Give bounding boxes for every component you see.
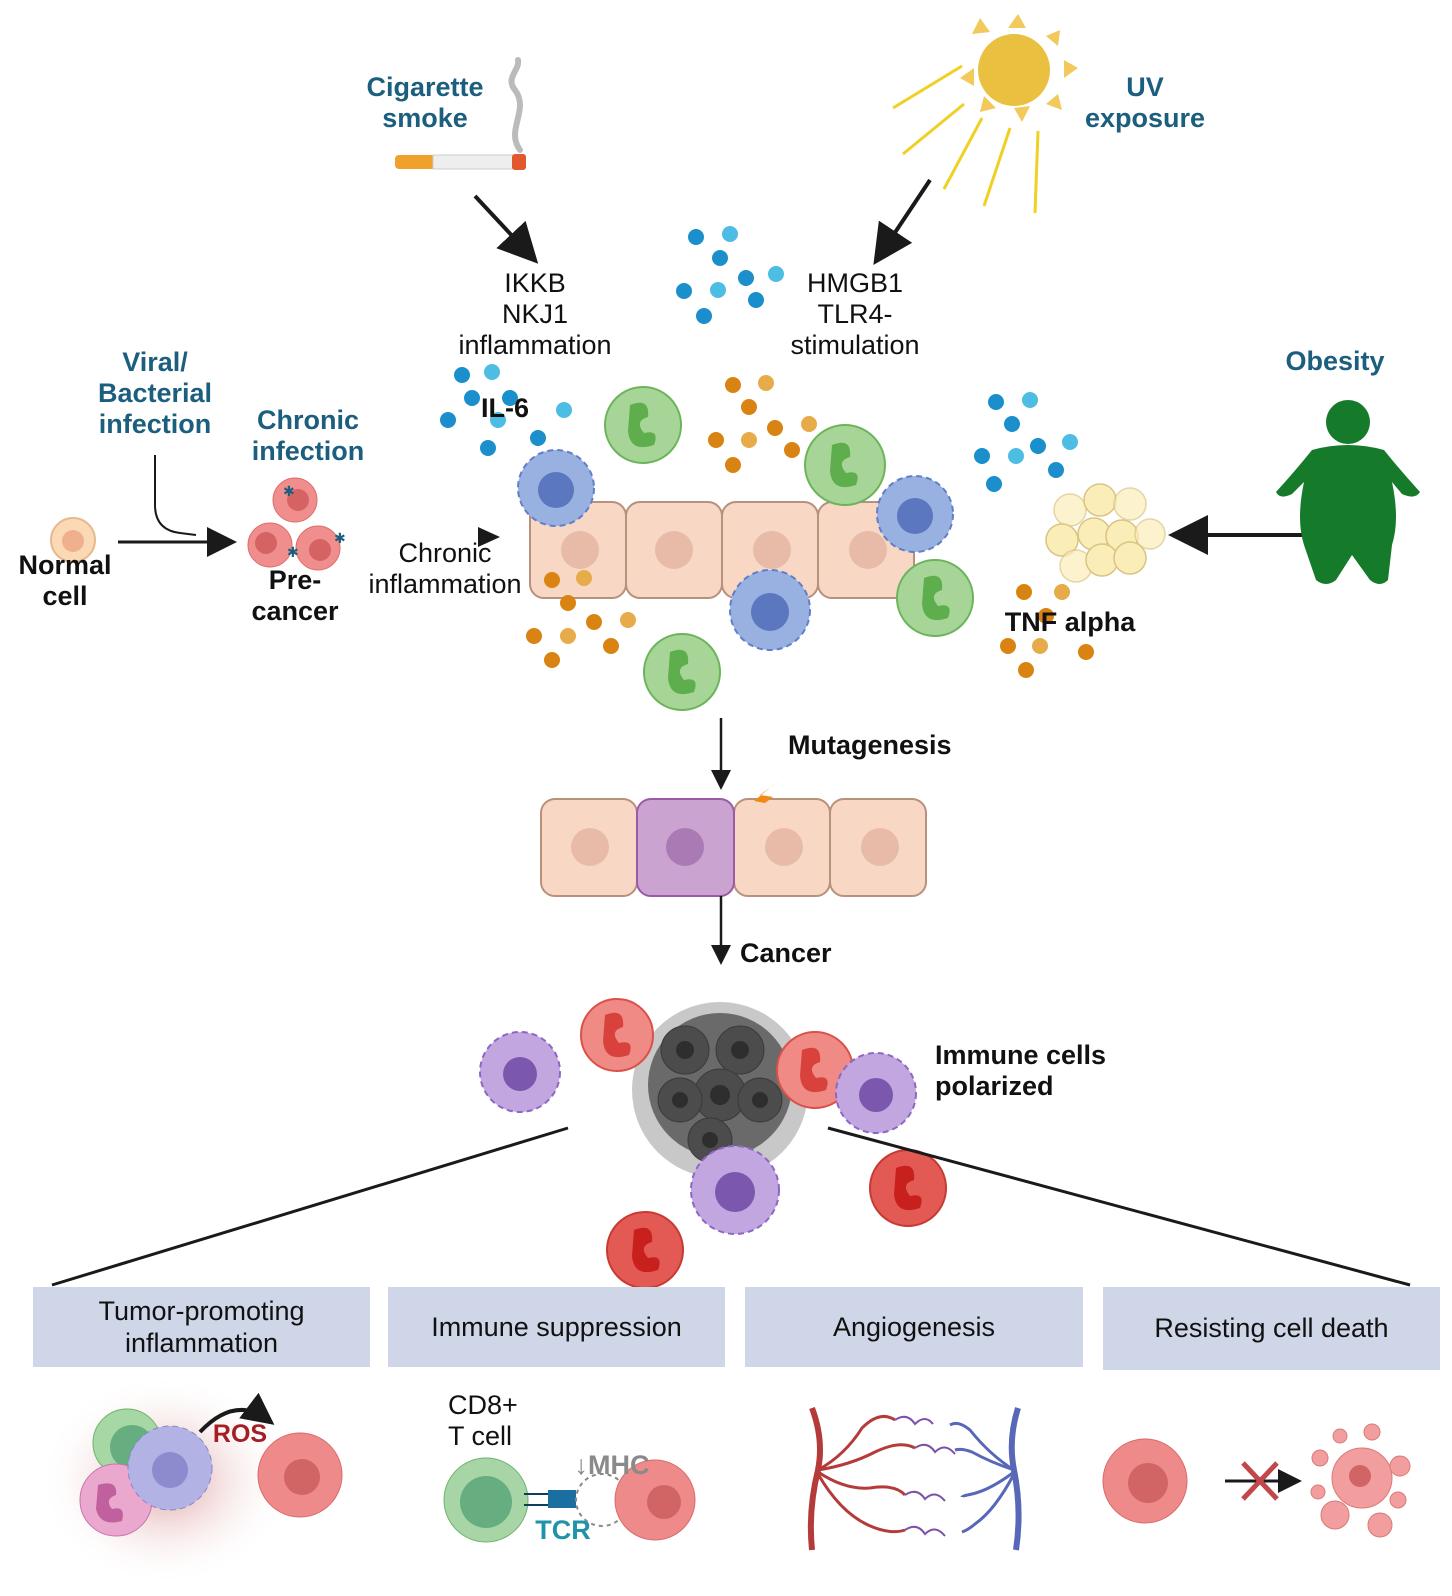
hallmark-angiogenesis: Angiogenesis — [745, 1287, 1083, 1367]
epithelium-inflamed — [529, 501, 915, 599]
label-tnf-alpha: TNF alpha — [1004, 607, 1136, 637]
tumor-mass-icon — [632, 1002, 808, 1178]
resisting-cell-death-illustration — [1102, 1423, 1411, 1538]
label-ikkb: IKKB NKJ1 inflammation — [458, 268, 612, 361]
label-ros: ROS — [212, 1420, 268, 1448]
cigarette-arrow — [473, 194, 539, 264]
label-il6: IL-6 — [480, 393, 529, 423]
label-obesity: Obesity — [1285, 346, 1385, 376]
label-cd8-tcell: CD8+ T cell — [448, 1390, 518, 1452]
tumor-promoting-illustration — [40, 1375, 343, 1585]
label-tcr: TCR — [535, 1515, 591, 1545]
hallmark-tumor-promoting-inflammation: Tumor-promoting inflammation — [33, 1287, 370, 1367]
dendritic-cell-icon — [517, 449, 954, 651]
label-chronic-inflammation: Chronic inflammation — [368, 538, 522, 600]
label-chronic-infection: Chronic infection — [251, 405, 365, 467]
sun-icon — [892, 14, 1078, 214]
obese-person-icon — [1276, 400, 1420, 584]
adipokine-molecules — [974, 392, 1078, 492]
fan-line-right — [827, 1126, 1411, 1287]
svg-text:✱: ✱ — [283, 483, 295, 499]
uv-arrow — [873, 178, 932, 265]
label-uv-exposure: UV exposure — [1084, 72, 1206, 134]
label-precancer: Pre- cancer — [251, 565, 339, 627]
label-mutagenesis: Mutagenesis — [788, 730, 952, 760]
hmgb1-molecules — [676, 226, 784, 324]
il6-molecules — [440, 364, 572, 456]
label-cigarette-smoke: Cigarette smoke — [366, 72, 484, 134]
epithelium-mutated — [540, 798, 927, 897]
precancer-cells-icon: ✱ ✱ ✱ — [247, 477, 346, 571]
polarized-neutrophil-icon — [580, 998, 947, 1289]
label-normal-cell: Normal cell — [18, 550, 112, 612]
chronic-inflammation-arrowhead — [478, 527, 500, 547]
cytokine-molecules — [526, 375, 1094, 678]
label-hmgb1: HMGB1 TLR4- stimulation — [790, 268, 920, 361]
immune-suppression-illustration — [443, 1457, 696, 1543]
fan-line-left — [51, 1126, 569, 1287]
polarized-macrophage-icon — [479, 1031, 917, 1235]
label-cancer: Cancer — [740, 938, 832, 968]
label-viral-bacterial: Viral/ Bacterial infection — [97, 347, 213, 440]
infection-connector — [154, 455, 197, 536]
lightning-icon — [737, 778, 783, 824]
hallmark-immune-suppression: Immune suppression — [388, 1287, 725, 1367]
adipocyte-cluster-icon — [1045, 483, 1166, 583]
label-immune-polarized: Immune cells polarized — [935, 1040, 1107, 1102]
normal-cell-icon — [50, 517, 96, 563]
hallmark-resisting-cell-death: Resisting cell death — [1103, 1287, 1440, 1370]
label-mhc: ↓MHC — [574, 1450, 650, 1480]
angiogenesis-illustration — [807, 1406, 1022, 1551]
cigarette-icon — [395, 57, 526, 170]
svg-text:✱: ✱ — [287, 544, 299, 560]
neutrophil-icon — [604, 386, 974, 711]
